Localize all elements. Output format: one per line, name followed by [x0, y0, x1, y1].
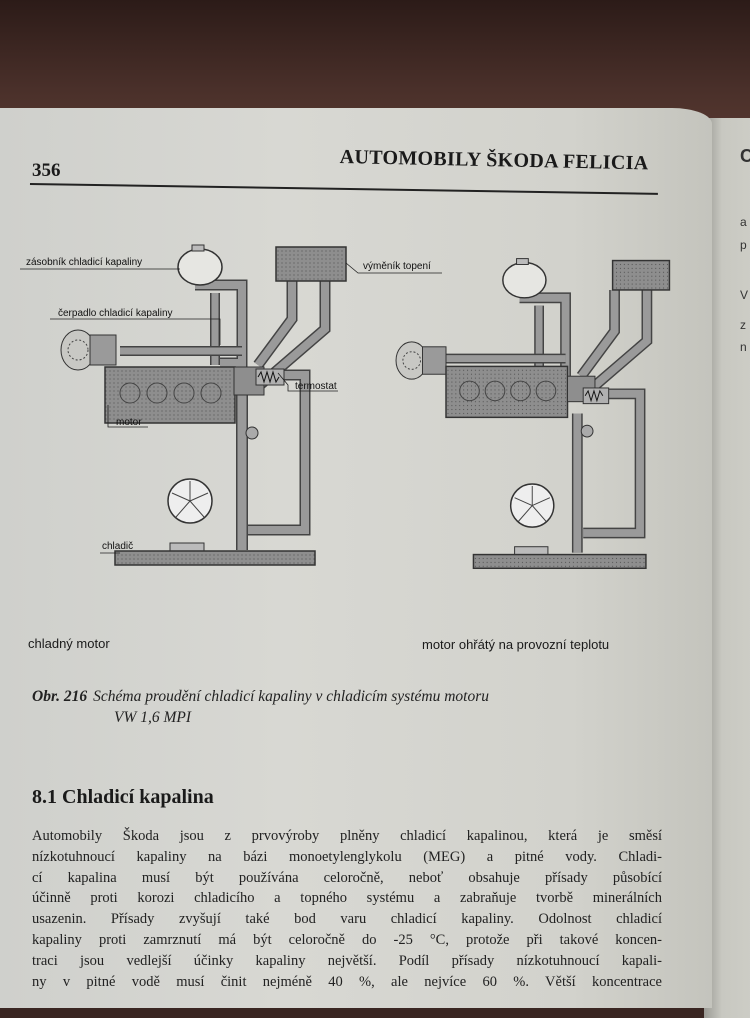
label-reservoir: zásobník chladicí kapaliny: [26, 257, 142, 268]
section-title: 8.1 Chladicí kapalina: [32, 786, 214, 808]
body-line: účinně proti korozi chladicího a topného…: [32, 890, 662, 907]
next-page-char: n: [740, 340, 747, 354]
next-page-char: p: [740, 238, 747, 252]
warm-engine-diagram: [395, 258, 671, 570]
body-line: nízkotuhnoucí kapaliny na bázi monoetyle…: [32, 848, 662, 865]
label-radiator: chladič: [102, 541, 133, 552]
next-page-char: C: [740, 146, 750, 166]
next-page-char: z: [740, 318, 746, 332]
label-engine: motor: [116, 417, 142, 428]
body-line: traci jsou vedlejší účinky kapaliny nejv…: [32, 952, 662, 969]
label-heater: výměník topení: [363, 261, 431, 272]
body-line: ny v pitné vodě musí činit nejméně 40 %,…: [32, 973, 662, 990]
figure-caption-line1: Schéma proudění chladicí kapaliny v chla…: [93, 688, 490, 705]
figure-caption-line2: VW 1,6 MPI: [114, 709, 192, 726]
cold-engine-diagram: [60, 244, 347, 566]
caption-cold-engine: chladný motor: [28, 636, 110, 651]
next-page-char: a: [740, 215, 747, 229]
body-line: kapaliny proti zamrznutí má být celoročn…: [32, 931, 662, 948]
body-line: cí kapalina musí být používána celoročně…: [32, 869, 662, 886]
next-page-char: V: [740, 288, 749, 302]
figure-caption: Obr. 216 Schéma proudění chladicí kapalin…: [32, 686, 672, 728]
cooling-diagram: zásobník chladicí kapaliny výměník topen…: [20, 244, 671, 570]
caption-warm-engine: motor ohřátý na provozní teplotu: [422, 637, 610, 652]
label-leaders: [20, 262, 442, 554]
figure-number: Obr. 216: [32, 688, 88, 705]
label-pump: čerpadlo chladicí kapaliny: [58, 308, 173, 319]
label-thermostat: termostat: [295, 381, 337, 392]
body-paragraph: Automobily Škoda jsou z prvovýroby plněn…: [32, 826, 662, 992]
page-number: 356: [32, 160, 61, 181]
body-line: usazenin. Přísady zvyšují také bod varu …: [32, 911, 662, 928]
body-line: Automobily Škoda jsou z prvovýroby plněn…: [32, 828, 662, 844]
